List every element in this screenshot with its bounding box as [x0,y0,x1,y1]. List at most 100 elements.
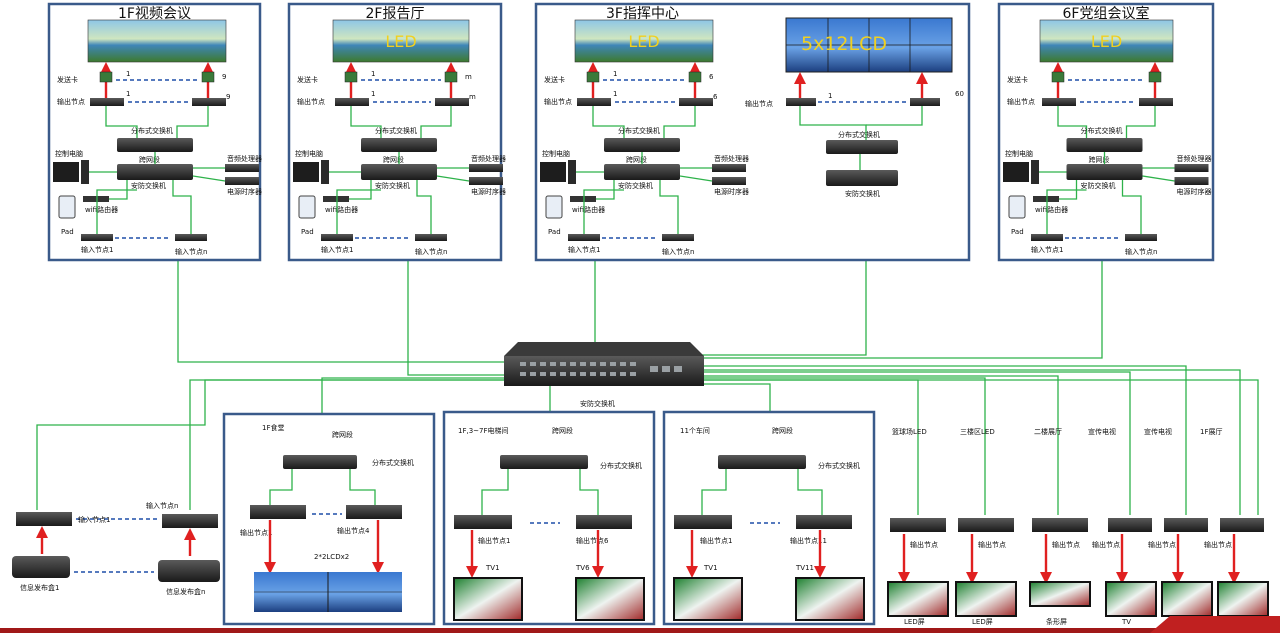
led-screen-label: LED [628,32,659,51]
security-switch-label: 安防交换机 [618,181,653,190]
send-card-1 [1051,71,1065,83]
lcd-sec-switch-label: 安防交换机 [845,189,880,198]
send-card-label: 发送卡 [1007,75,1028,84]
workshop-dist-switch [718,455,806,469]
footer-accent [1150,616,1280,633]
output-node-label: 输出节点 [1052,540,1080,549]
security-switch [117,164,193,180]
output-node-label: 输出节点 [1092,540,1120,549]
room-title: 6F党组会议室 [1063,5,1150,22]
audio-label: 音频处理器 [1177,154,1212,163]
pad-icon [1008,195,1026,219]
display-screen [1217,581,1269,617]
count-end-2: m [469,93,476,101]
display-screen [1161,581,1213,617]
canteen-out1-label: 输出节点1 [240,528,272,537]
canteen-cross: 跨网段 [332,430,353,439]
power-label: 电源时序器 [471,187,506,196]
count-start-2: 1 [371,90,375,98]
footer-bar [0,628,1280,633]
send-card-label: 发送卡 [544,75,565,84]
wifi-label: wifi路由器 [85,205,118,214]
lcd-wall-label: 5x12LCD [801,33,887,55]
canteen-out-node-1 [250,505,306,519]
workshop-tv-1 [673,577,743,621]
send-card-1 [586,71,600,83]
elevator-cross: 跨网段 [552,426,573,435]
wifi-label: wifi路由器 [572,205,605,214]
elevator-tv-1 [453,577,523,621]
led-screen [332,19,470,63]
power-sequencer [225,177,259,185]
input-node-n-label: 输入节点n [175,247,207,256]
count-start: 1 [613,70,617,78]
distributed-switch-label: 分布式交换机 [1081,126,1123,135]
display-location-title: 宣传电视 [1088,427,1116,436]
distributed-switch-label: 分布式交换机 [131,126,173,135]
workshop-out1-label: 输出节点1 [700,536,732,545]
canteen-out4-label: 输出节点4 [337,526,370,535]
pad-icon [58,195,76,219]
signage-group: 输入节点1 输入节点n 信息发布盒1 信息发布盒n [12,501,220,596]
input-node-1 [81,234,113,241]
input-node-1-label: 输入节点1 [81,245,113,254]
output-node-label: 输出节点 [910,540,938,549]
count-end: 9 [222,73,226,81]
canteen-panel: 1F食堂 跨网段 分布式交换机 输出节点1 输出节点4 2*2LCDx2 [222,412,436,626]
audio-processor [469,164,503,172]
display-location-title: 三楼区LED [960,427,995,436]
send-card-2 [201,71,215,83]
distributed-switch [604,138,680,152]
display-location-title: 篮球场LED [892,427,927,436]
lcd-out-node-1 [786,98,816,106]
security-switch-label: 安防交换机 [131,181,166,190]
security-switch [604,164,680,180]
send-card-2 [444,71,458,83]
backbone-links [36,183,1259,515]
count-start: 1 [126,70,130,78]
signage-inn-label: 输入节点n [146,501,178,510]
count-start-2: 1 [613,90,617,98]
display-location-title: 1F展厅 [1200,428,1222,436]
display-screen [887,581,949,617]
output-node-2 [192,98,226,106]
output-node-label: 输出节点 [1007,97,1035,106]
input-node-n [1125,234,1157,241]
workshop-tv11-label: TV11 [795,564,814,572]
cross-segment-label: 跨网段 [626,155,647,164]
pad-label: Pad [301,228,314,236]
control-pc-monitor [1003,162,1029,182]
output-node-label: 输出节点 [297,97,325,106]
input-node-n [175,234,207,241]
signage-box-n [158,560,220,582]
output-node-1 [335,98,369,106]
distributed-switch [117,138,193,152]
pad-icon [545,195,563,219]
control-pc-tower [568,160,576,184]
elevator-tv-6 [575,577,645,621]
led-screen-label: LED [1091,32,1122,51]
output-node-label: 输出节点 [1148,540,1176,549]
workshop-cross: 跨网段 [772,426,793,435]
output-node-label: 输出节点 [57,97,85,106]
elevator-out1-label: 输出节点1 [478,536,510,545]
cross-segment-label: 跨网段 [383,155,404,164]
room-panel-1: 1F视频会议发送卡输出节点1199分布式交换机跨网段安防交换机控制电脑音频处理器… [47,2,262,262]
room-title: 3F指挥中心 [606,6,679,22]
output-node [1108,518,1152,532]
display-location-title: 宣传电视 [1144,427,1172,436]
output-node [958,518,1014,532]
wifi-router [323,196,349,202]
lcd-dist-switch [826,140,898,154]
display-screen [1029,581,1091,607]
canteen-dist-label: 分布式交换机 [372,458,414,467]
input-node-1 [1031,234,1063,241]
security-switch [361,164,437,180]
canteen-wall-label: 2*2LCDx2 [314,553,349,561]
audio-processor [225,164,259,172]
output-node-1 [577,98,611,106]
workshop-title: 11个车间 [680,426,710,435]
count-end-2: 6 [713,93,718,101]
